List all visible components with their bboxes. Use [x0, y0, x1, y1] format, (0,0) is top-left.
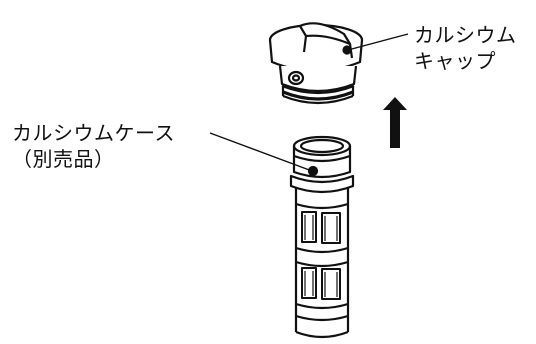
up-arrow-icon — [383, 97, 407, 148]
case-label-line1: カルシウムケース — [12, 121, 175, 145]
calcium-cap-label: カルシウム キャップ — [414, 22, 517, 74]
calcium-case-label: カルシウムケース （別売品） — [12, 120, 175, 172]
calcium-cap — [268, 22, 364, 105]
cap-leader-line — [347, 33, 409, 51]
leader-lines — [209, 33, 409, 172]
cap-label-line1: カルシウム — [414, 23, 517, 47]
cap-label-line2: キャップ — [414, 49, 496, 73]
case-leader-line — [209, 132, 313, 172]
calcium-case — [289, 135, 355, 339]
case-label-line2: （別売品） — [12, 147, 115, 171]
